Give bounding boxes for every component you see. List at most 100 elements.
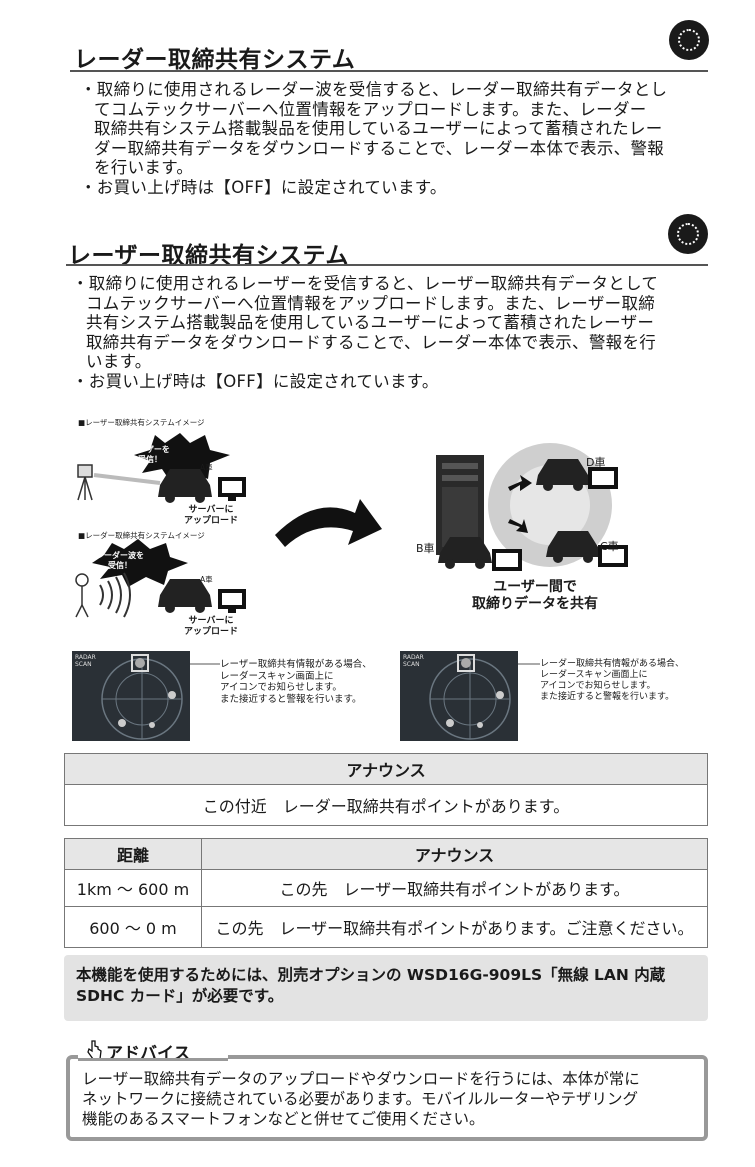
tag-line: SCAN bbox=[75, 661, 92, 668]
table-cell: この先 レーザー取締共有ポイントがあります。 bbox=[201, 869, 708, 907]
body-line: ダー取締共有データをダウンロードすることで、レーダー本体で表示、警報 bbox=[94, 138, 665, 158]
server-monitor-icon bbox=[218, 589, 246, 613]
callout-line: レーダースキャン画面上に bbox=[540, 670, 648, 680]
hand-pointer-icon bbox=[87, 1040, 102, 1060]
server-monitor-icon bbox=[598, 545, 628, 567]
car-icon bbox=[158, 579, 212, 613]
car-icon bbox=[158, 469, 212, 503]
advice-line: 機能のあるスマートフォンなどと併せてご使用ください。 bbox=[82, 1110, 485, 1128]
tag-line: RADAR bbox=[403, 654, 424, 661]
upload-line: アップロード bbox=[184, 627, 239, 637]
section-rule bbox=[66, 264, 708, 266]
advice-line: レーザー取締共有データのアップロードやダウンロードを行うには、本体が常に bbox=[82, 1070, 640, 1088]
car-icon bbox=[438, 537, 492, 569]
callout-line: レーダー取締共有情報がある場合、 bbox=[540, 659, 685, 669]
upload-line: サーバーに bbox=[188, 616, 234, 626]
body-line: ・取締りに使用されるレーザーを受信すると、レーザー取締共有データとして bbox=[72, 274, 659, 293]
radar-scan-tag: RADAR SCAN bbox=[403, 654, 424, 668]
table-cell: この先 レーザー取締共有ポイントがあります。ご注意ください。 bbox=[201, 906, 708, 948]
advice-box: レーザー取締共有データのアップロードやダウンロードを行うには、本体が常に ネット… bbox=[66, 1055, 708, 1141]
share-line: 取締りデータを共有 bbox=[472, 596, 598, 612]
flow-arrow-icon bbox=[275, 499, 382, 547]
requirement-note: 本機能を使用するためには、別売オプションの WSD16G-909LS「無線 LA… bbox=[64, 955, 708, 1021]
body-line: を行います。 bbox=[94, 158, 194, 177]
upload-label: サーバーに アップロード bbox=[184, 505, 238, 527]
table-header: アナウンス bbox=[201, 838, 708, 870]
callout-line: アイコンでお知らせします。 bbox=[540, 681, 656, 691]
section-title-radar: レーダー取締共有システム bbox=[74, 47, 356, 73]
system-diagram bbox=[75, 433, 628, 618]
radar-scan-screen bbox=[72, 651, 190, 741]
radar-scan-screen bbox=[400, 651, 518, 741]
radar-scan-tag: RADAR SCAN bbox=[75, 654, 96, 668]
bubble-text-laser: レーザーを 受信！ bbox=[120, 445, 180, 465]
note-line: 本機能を使用するためには、別売オプションの WSD16G-909LS「無線 LA… bbox=[76, 966, 666, 984]
section-body-laser: ・取締りに使用されるレーザーを受信すると、レーザー取締共有データとして コムテッ… bbox=[72, 274, 658, 391]
table-row: 600 ～ 0 m この先 レーザー取締共有ポイントがあります。ご注意ください。 bbox=[64, 906, 708, 948]
body-line: ・取締りに使用されるレーダー波を受信すると、レーダー取締共有データとし bbox=[80, 80, 668, 99]
body-line: ・お買い上げ時は【OFF】に設定されています。 bbox=[80, 177, 447, 197]
car-a-label: A車 bbox=[200, 575, 213, 584]
table-cell: この付近 レーダー取締共有ポイントがあります。 bbox=[64, 784, 708, 826]
announcement-table-laser: 距離 アナウンス 1km ～ 600 m この先 レーザー取締共有ポイントがあり… bbox=[64, 838, 708, 948]
speech-bubble-icon bbox=[92, 539, 188, 587]
officer-icon bbox=[75, 573, 89, 618]
table-cell: 600 ～ 0 m bbox=[64, 906, 202, 948]
radar-wave-icon bbox=[99, 572, 131, 618]
server-monitor-icon bbox=[588, 467, 618, 489]
car-d-label: D車 bbox=[586, 456, 606, 469]
body-line: てコムテックサーバーへ位置情報をアップロードします。また、レーダー bbox=[94, 99, 647, 119]
table-cell: 1km ～ 600 m bbox=[64, 869, 202, 907]
announcement-table-radar: アナウンス この付近 レーダー取締共有ポイントがあります。 bbox=[64, 753, 708, 826]
callout-line: また接近すると警報を行います。 bbox=[540, 692, 675, 702]
table-header: 距離 bbox=[64, 838, 202, 870]
laser-beam-icon bbox=[93, 473, 161, 485]
radar-screen-callout-radar: レーダー取締共有情報がある場合、 レーダースキャン画面上に アイコンでお知らせし… bbox=[540, 659, 684, 703]
car-c-label: C車 bbox=[600, 540, 619, 553]
callout-line-icon bbox=[518, 663, 540, 665]
radar-screen-callout-laser: レーザー取締共有情報がある場合、 レーダースキャン画面上に アイコンでお知らせし… bbox=[220, 659, 372, 705]
tag-line: SCAN bbox=[403, 661, 420, 668]
share-label: ユーザー間で 取締りデータを共有 bbox=[460, 579, 610, 613]
bubble-line: レーダー波を bbox=[96, 551, 144, 560]
bubble-line: 受信！ bbox=[138, 455, 162, 464]
callout-line: レーダースキャン画面上に bbox=[220, 670, 334, 682]
server-monitor-icon bbox=[492, 549, 522, 571]
diagram-caption-laser: ■レーザー取締共有システムイメージ bbox=[78, 418, 205, 427]
car-icon bbox=[546, 531, 600, 563]
upload-label: サーバーに アップロード bbox=[184, 616, 238, 638]
car-icon bbox=[536, 459, 590, 491]
bubble-line: 受信！ bbox=[108, 561, 132, 570]
diagram-caption-radar: ■レーダー取締共有システムイメージ bbox=[78, 531, 205, 540]
share-arrow-icon bbox=[508, 475, 532, 491]
laser-gun-icon bbox=[77, 464, 93, 501]
callout-line: レーザー取締共有情報がある場合、 bbox=[220, 659, 372, 670]
body-line: います。 bbox=[86, 352, 152, 371]
table-row: 1km ～ 600 m この先 レーザー取締共有ポイントがあります。 bbox=[64, 869, 708, 907]
body-line: コムテックサーバーへ位置情報をアップロードします。また、レーザー取締 bbox=[86, 293, 656, 313]
tag-line: RADAR bbox=[75, 654, 96, 661]
speech-bubble-icon bbox=[134, 433, 230, 481]
feature-badge-icon bbox=[669, 20, 709, 60]
server-monitor-icon bbox=[218, 477, 246, 501]
table-row: 距離 アナウンス bbox=[64, 838, 708, 870]
advice-title-underline bbox=[78, 1058, 228, 1061]
advice-line: ネットワークに接続されている必要があります。モバイルルーターやテザリング bbox=[82, 1090, 638, 1108]
share-arrow-icon bbox=[508, 519, 528, 533]
upload-line: アップロード bbox=[184, 516, 239, 526]
body-line: 取締共有データをダウンロードすることで、レーダー本体で表示、警報を行 bbox=[86, 332, 657, 352]
car-a-label: A車 bbox=[200, 463, 213, 472]
body-line: 共有システム搭載製品を使用しているユーザーによって蓄積されたレーザー bbox=[86, 313, 655, 332]
callout-line: また接近すると警報を行います。 bbox=[220, 693, 362, 705]
bubble-text-radar: レーダー波を 受信！ bbox=[78, 551, 162, 571]
section-body-radar: ・取締りに使用されるレーダー波を受信すると、レーダー取締共有データとし てコムテ… bbox=[80, 80, 667, 197]
bubble-line: レーザーを bbox=[130, 445, 170, 454]
feature-badge-icon bbox=[668, 214, 708, 254]
callout-line-icon bbox=[190, 663, 220, 665]
callout-line: アイコンでお知らせします。 bbox=[220, 682, 342, 693]
table-header: アナウンス bbox=[64, 753, 708, 785]
body-line: 取締共有システム搭載製品を使用しているユーザーによって蓄積されたレー bbox=[94, 119, 663, 138]
upload-line: サーバーに bbox=[188, 505, 234, 515]
car-b-label: B車 bbox=[416, 542, 435, 555]
note-line: SDHC カード」が必要です。 bbox=[76, 987, 284, 1005]
